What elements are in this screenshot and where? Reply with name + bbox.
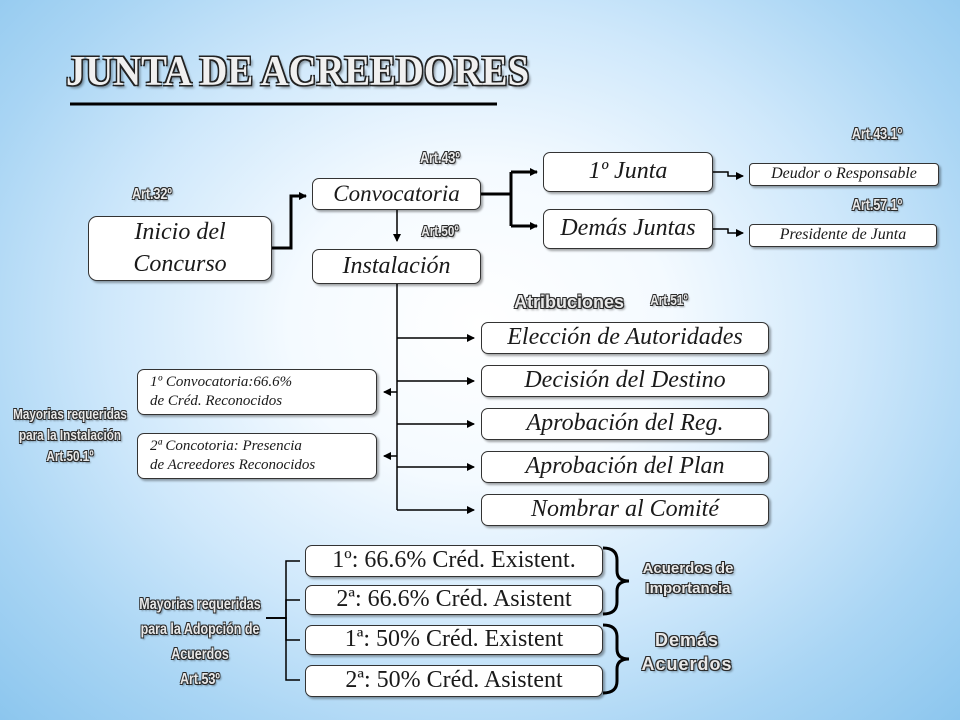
decision-box: Decisión del Destino [481, 365, 769, 397]
conv2-line1: 2ª Concotoria: Presencia [150, 437, 302, 454]
adop-line3: Acuerdos [171, 646, 229, 663]
acuerdos-imp-line2: Importancia [645, 580, 731, 597]
inicio-line2: Concurso [133, 250, 227, 277]
adop-line4: Art.53º [180, 671, 220, 688]
adopcion-to-may3 [266, 617, 300, 641]
adopcion-to-may4 [266, 617, 300, 681]
conv1-line2: de Créd. Reconocidos [150, 392, 283, 409]
mayoria-3-box: 1ª: 50% Créd. Existent [305, 625, 603, 655]
conv2-line2: de Acreedores Reconocidos [150, 456, 316, 473]
conv2-box: 2ª Concotoria: Presencia de Acreedores R… [137, 433, 377, 479]
inicio-line1: Inicio del [134, 219, 226, 246]
art50-label: Art.50º [421, 223, 459, 240]
art571-label: Art.57.1º [851, 197, 903, 214]
demas-acuerdos-label: Demás Acuerdos [612, 628, 762, 676]
art43-label: Art.43º [420, 150, 460, 167]
adopcion-to-may2 [266, 599, 300, 619]
aprob-reg-box: Aprobación del Reg. [481, 408, 769, 440]
mayorias-instalacion-label: Mayorias requeridas para la Instalación … [8, 404, 133, 467]
convocatoria-box: Convocatoria [312, 178, 481, 210]
acuerdos-imp-line1: Acuerdos de [642, 560, 734, 577]
demas-line1: Demás [654, 630, 720, 650]
mayorias-adopcion-label: Mayorias requeridas para la Adopción de … [130, 592, 270, 692]
conv1-line1: 1º Convocatoria:66.6% [150, 373, 293, 390]
inicio-to-convocatoria [272, 192, 307, 250]
art51-label: Art.51º [650, 292, 688, 309]
conv1-box: 1º Convocatoria:66.6% de Créd. Reconocid… [137, 369, 377, 415]
inst-line1: Mayorias requeridas [13, 406, 127, 423]
inst-line3: Art.50.1º [46, 448, 94, 465]
adopcion-to-may1 [266, 560, 300, 619]
mayoria-2-box: 2ª: 66.6% Créd. Asistent [305, 585, 603, 615]
art431-label: Art.43.1º [851, 126, 903, 143]
mayoria-1-box: 1º: 66.6% Créd. Existent. [305, 545, 603, 577]
art32-label: Art.32º [132, 186, 172, 203]
demas-line2: Acuerdos [641, 654, 733, 674]
primera-junta-to-deudor [713, 171, 744, 180]
inicio-concurso-box: Inicio del Concurso [88, 216, 272, 281]
page-title: JUNTA DE ACREEDORES [66, 49, 530, 95]
deudor-box: Deudor o Responsable [749, 163, 939, 186]
primera-junta-box: 1º Junta [543, 152, 713, 192]
atribuciones-label: Atribuciones [513, 292, 624, 312]
inst-line2: para la Instalación [18, 427, 122, 444]
demas-juntas-box: Demás Juntas [543, 209, 713, 249]
eleccion-box: Elección de Autoridades [481, 322, 769, 354]
mayoria-4-box: 2ª: 50% Créd. Asistent [305, 665, 603, 697]
demas-juntas-to-presidente [713, 228, 744, 237]
comite-box: Nombrar al Comité [481, 494, 769, 526]
acuerdos-importancia-label: Acuerdos de Importancia [618, 559, 758, 599]
adop-line1: Mayorias requeridas [139, 596, 261, 613]
adop-line2: para la Adopción de [140, 621, 260, 638]
presidente-box: Presidente de Junta [749, 224, 937, 247]
instalacion-box: Instalación [312, 249, 481, 284]
aprob-plan-box: Aprobación del Plan [481, 451, 769, 483]
